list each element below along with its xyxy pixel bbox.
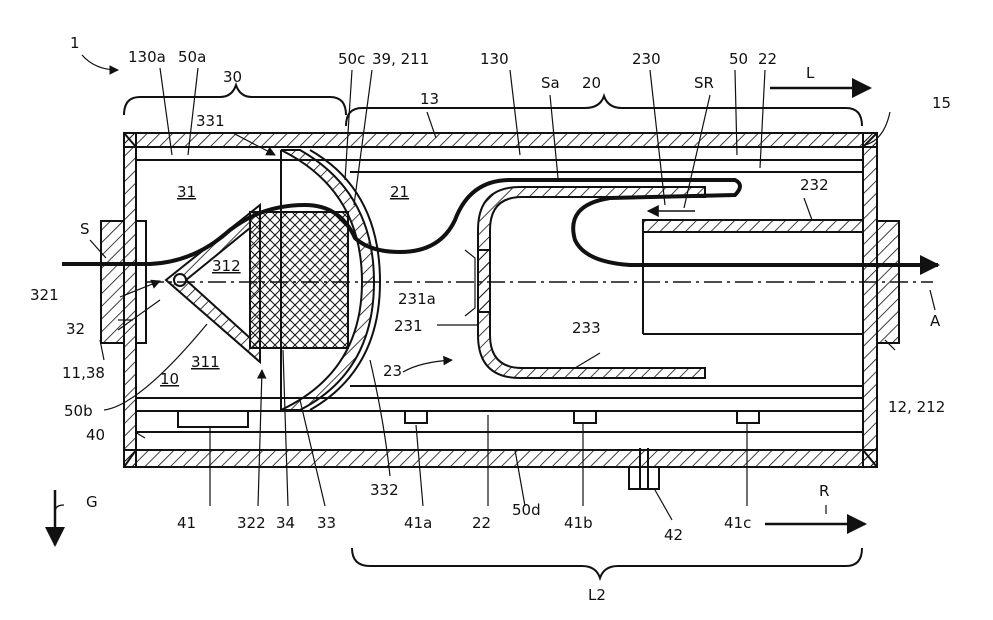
label-23: 23 bbox=[383, 362, 402, 380]
label-42: 42 bbox=[664, 526, 683, 544]
label-R: R bbox=[819, 482, 829, 500]
outlet-pipe-232 bbox=[643, 220, 863, 334]
label-G: G bbox=[86, 493, 98, 511]
label-12-212: 12, 212 bbox=[888, 398, 945, 416]
label-332: 332 bbox=[370, 481, 399, 499]
label-A: A bbox=[930, 312, 941, 330]
label-33: 33 bbox=[317, 514, 336, 532]
label-21: 21 bbox=[390, 183, 409, 201]
label-1: 1 bbox=[70, 34, 80, 52]
label-322: 322 bbox=[237, 514, 266, 532]
label-41: 41 bbox=[177, 514, 196, 532]
label-232: 232 bbox=[800, 176, 829, 194]
label-130: 130 bbox=[480, 50, 509, 68]
label-10: 10 bbox=[160, 370, 179, 388]
label-41c: 41c bbox=[724, 514, 751, 532]
label-S: S bbox=[80, 220, 90, 238]
deflector-32 bbox=[166, 205, 260, 362]
label-Sa: Sa bbox=[541, 74, 560, 92]
label-233: 233 bbox=[572, 319, 601, 337]
label-L: L bbox=[806, 64, 815, 82]
label-L2: L2 bbox=[588, 586, 606, 604]
label-22-bottom: 22 bbox=[472, 514, 491, 532]
label-13: 13 bbox=[420, 90, 439, 108]
label-41b: 41b bbox=[564, 514, 593, 532]
label-15: 15 bbox=[932, 94, 951, 112]
label-312: 312 bbox=[212, 257, 241, 275]
label-30: 30 bbox=[223, 68, 242, 86]
label-11-38: 11,38 bbox=[62, 364, 105, 382]
label-50a: 50a bbox=[178, 48, 206, 66]
label-20: 20 bbox=[582, 74, 601, 92]
label-50: 50 bbox=[729, 50, 748, 68]
label-50b: 50b bbox=[64, 402, 93, 420]
label-40: 40 bbox=[86, 426, 105, 444]
label-311: 311 bbox=[191, 353, 220, 371]
label-32: 32 bbox=[66, 320, 85, 338]
label-41a: 41a bbox=[404, 514, 432, 532]
label-SR: SR bbox=[694, 74, 714, 92]
label-50d: 50d bbox=[512, 501, 541, 519]
label-331: 331 bbox=[196, 112, 225, 130]
label-230: 230 bbox=[632, 50, 661, 68]
label-39-211: 39, 211 bbox=[372, 50, 429, 68]
label-34: 34 bbox=[276, 514, 295, 532]
mesh-block-34 bbox=[250, 212, 348, 348]
label-50c: 50c bbox=[338, 50, 365, 68]
label-22-top: 22 bbox=[758, 50, 777, 68]
mounting-feet bbox=[136, 411, 863, 432]
label-321: 321 bbox=[30, 286, 59, 304]
label-231a: 231a bbox=[398, 290, 436, 308]
inlet-stub bbox=[101, 221, 146, 343]
label-231: 231 bbox=[394, 317, 423, 335]
label-31: 31 bbox=[177, 183, 196, 201]
label-130a: 130a bbox=[128, 48, 166, 66]
